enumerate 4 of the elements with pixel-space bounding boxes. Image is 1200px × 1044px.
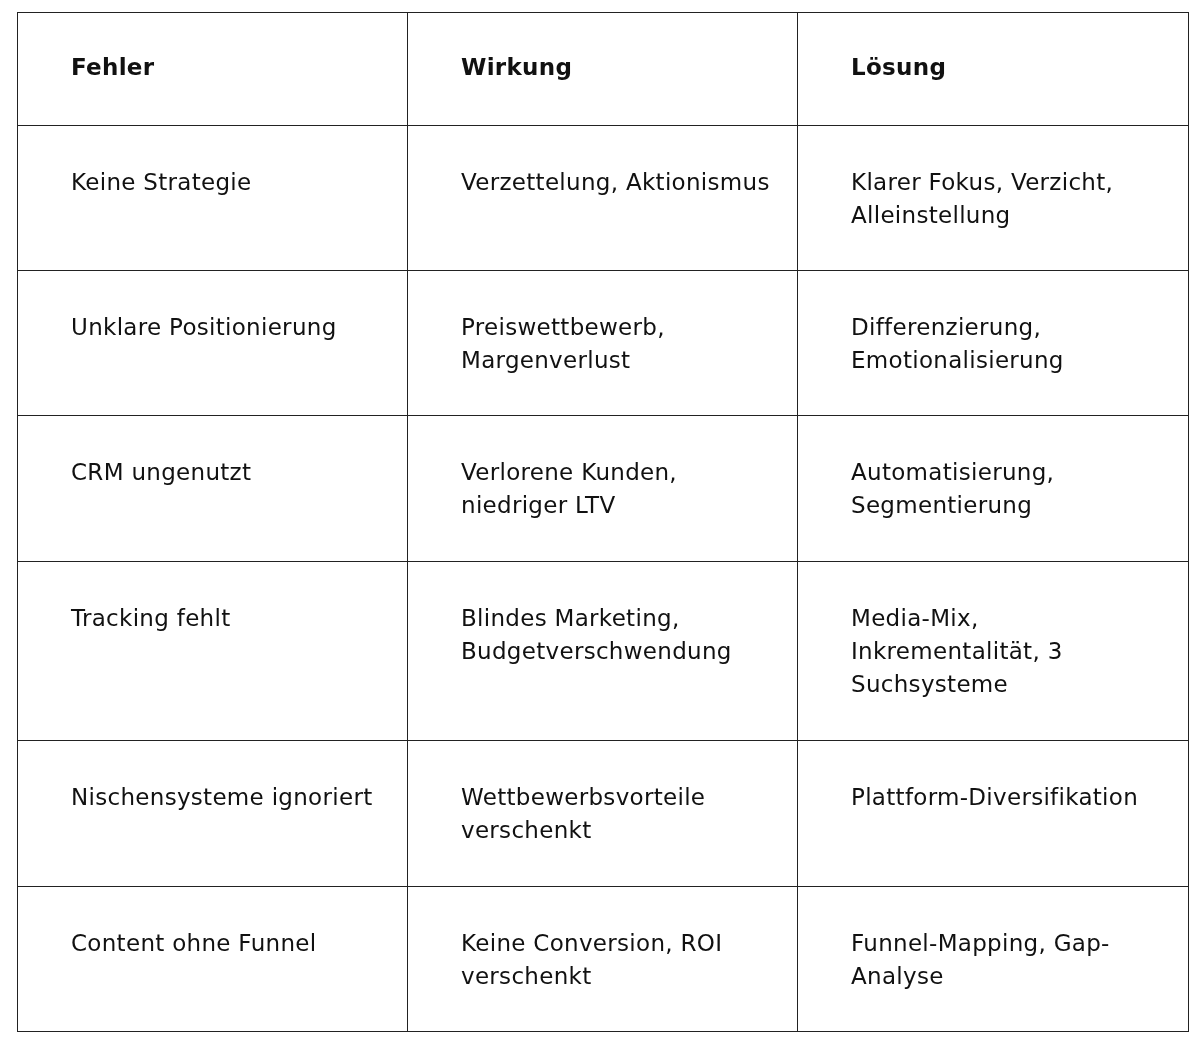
header-cell: Lösung (797, 12, 1189, 126)
header-cell: Fehler (17, 12, 408, 126)
table-cell: Content ohne Funnel (17, 886, 408, 1032)
table-cell: Funnel-Mapping, Gap-Analyse (797, 886, 1189, 1032)
